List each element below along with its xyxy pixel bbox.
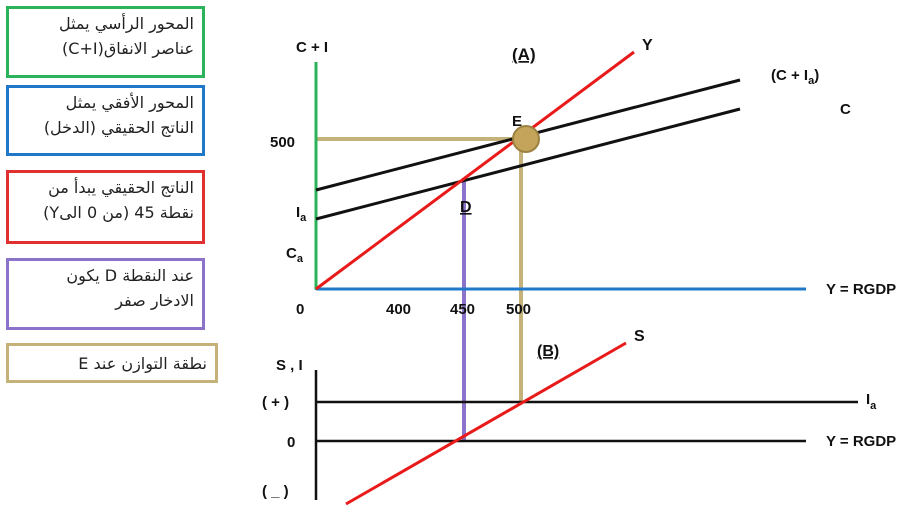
label-line-c-plus-ia: (C + Ia) — [771, 67, 819, 87]
note-line: عناصر الانفاق(C+I) — [62, 39, 194, 58]
tick-500-x: 500 — [506, 301, 531, 318]
note-line: الناتج الحقيقي يبدأ من — [48, 178, 194, 197]
line-savings — [345, 341, 627, 506]
tick-500-y: 500 — [270, 134, 295, 151]
tick-plus: ( + ) — [262, 394, 289, 411]
label-line-s: S — [634, 328, 645, 345]
note-45-line: الناتج الحقيقي يبدأ من نقطة 45 (من 0 الى… — [6, 170, 205, 244]
note-equilibrium-e: نطقة التوازن عند E — [6, 343, 218, 383]
note-line: الادخار صفر — [115, 291, 194, 310]
line-c — [315, 107, 741, 221]
note-line: نقطة 45 (من 0 الىY) — [43, 203, 194, 222]
label-ca: Ca — [286, 245, 304, 265]
note-vertical-axis: المحور الرأسي يمثل عناصر الانفاق(C+I) — [6, 6, 205, 78]
tick-zero-b: 0 — [287, 434, 295, 451]
label-ia: Ia — [296, 204, 307, 224]
label-point-e: E — [512, 113, 522, 130]
label-ia-b: Ia — [866, 391, 877, 412]
line-45-degree — [315, 50, 635, 291]
axis-label-s-i: S , I — [276, 357, 303, 374]
note-line: نطقة التوازن عند E — [78, 354, 207, 373]
axis-label-rgdp-a: Y = RGDP — [826, 281, 896, 298]
note-horizontal-axis: المحور الأفقي يمثل الناتج الحقيقي (الدخل… — [6, 85, 205, 156]
point-e-marker — [512, 125, 540, 153]
note-point-d: عند النقطة D يكون الادخار صفر — [6, 258, 205, 330]
panel-b-title: (B) — [537, 343, 559, 360]
tick-400: 400 — [386, 301, 411, 318]
label-line-y: Y — [642, 37, 653, 54]
note-line: الناتج الحقيقي (الدخل) — [43, 118, 194, 137]
origin-label-a: 0 — [296, 301, 304, 318]
axis-label-rgdp-b: Y = RGDP — [826, 433, 896, 450]
panel-a-title: (A) — [512, 45, 536, 64]
axis-label-c-plus-i: C + I — [296, 39, 328, 56]
label-line-c: C — [840, 101, 851, 118]
tick-450: 450 — [450, 301, 475, 318]
note-line: المحور الرأسي يمثل — [58, 14, 194, 33]
tick-minus: ( _ ) — [262, 483, 289, 500]
note-line: المحور الأفقي يمثل — [65, 93, 194, 112]
note-line: عند النقطة D يكون — [66, 266, 194, 285]
label-point-d: D — [460, 199, 472, 216]
